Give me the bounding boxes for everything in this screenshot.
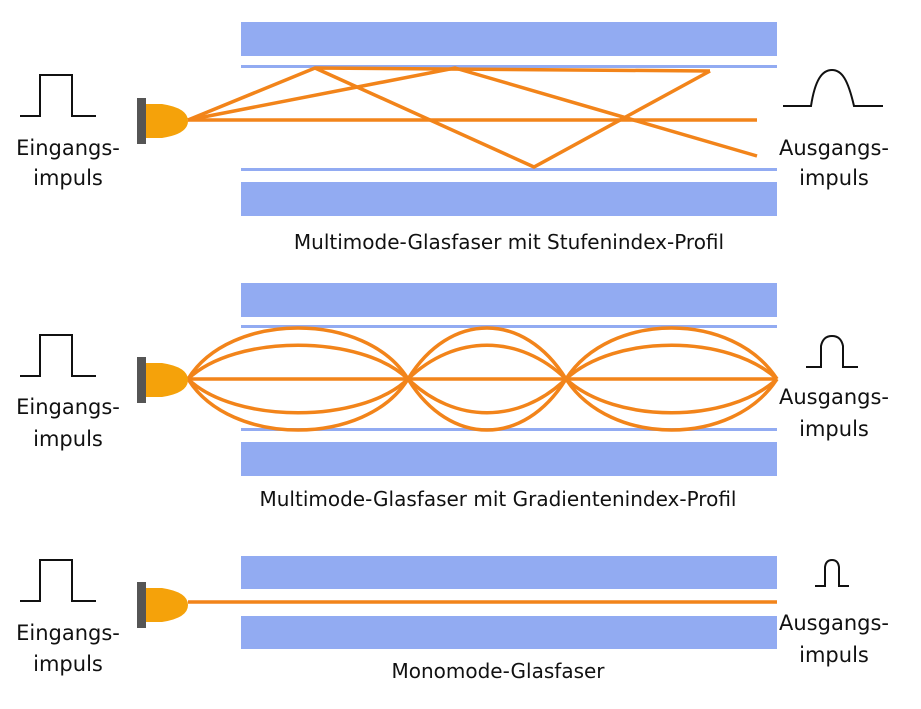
input-pulse: [20, 559, 96, 602]
output-label-line2: impuls: [799, 643, 869, 667]
core-boundary-bottom: [241, 428, 777, 431]
light-rays: [186, 326, 779, 432]
output-label: Ausgangs-: [779, 136, 889, 160]
light-source: [137, 582, 188, 628]
panel-single-mode: Eingangs- impuls Ausgangs- impuls Monomo…: [16, 556, 889, 683]
input-label: Eingangs-: [16, 395, 120, 419]
cladding-bottom: [241, 616, 777, 649]
source-mount: [137, 357, 146, 403]
light-source: [137, 98, 188, 144]
cladding-top: [241, 556, 777, 589]
panel-caption: Multimode-Glasfaser mit Gradientenindex-…: [260, 487, 737, 511]
output-pulse: [783, 68, 883, 107]
core-boundary-bottom: [241, 168, 777, 171]
cladding-bottom: [241, 182, 777, 216]
source-led: [146, 363, 188, 397]
input-label-line2: impuls: [33, 427, 103, 451]
input-label: Eingangs-: [16, 136, 120, 160]
input-pulse: [20, 334, 96, 377]
output-label-line2: impuls: [799, 417, 869, 441]
ray-mode-mid: [186, 376, 779, 415]
ray-mode-mid: [186, 343, 779, 382]
cladding-top: [241, 22, 777, 56]
source-mount: [137, 582, 146, 628]
source-mount: [137, 98, 146, 144]
panel-caption: Monomode-Glasfaser: [391, 659, 605, 683]
output-label-line2: impuls: [799, 166, 869, 190]
light-source: [137, 357, 188, 403]
output-pulse: [806, 334, 858, 368]
panel-caption: Multimode-Glasfaser mit Stufenindex-Prof…: [294, 230, 724, 254]
output-label: Ausgangs-: [779, 611, 889, 635]
core-boundary-top: [241, 325, 777, 328]
cladding-top: [241, 283, 777, 317]
input-pulse: [20, 74, 96, 117]
panel-graded-index: Eingangs- impuls Ausgangs- impuls Multim…: [16, 283, 889, 511]
input-label: Eingangs-: [16, 621, 120, 645]
panel-step-index: Eingangs- impuls Ausgangs- impuls Multim…: [16, 22, 889, 254]
core-boundary-top: [241, 65, 777, 68]
ray-zigzag-b: [187, 66, 758, 158]
light-rays: [187, 66, 758, 169]
source-led: [146, 588, 188, 622]
source-led: [146, 104, 188, 138]
input-label-line2: impuls: [33, 166, 103, 190]
ray-zigzag-a: [314, 66, 711, 169]
output-pulse: [815, 558, 849, 587]
ray-mode-outer: [186, 326, 779, 383]
output-label: Ausgangs-: [779, 385, 889, 409]
cladding-bottom: [241, 442, 777, 476]
ray-mode-outer: [186, 375, 779, 432]
input-label-line2: impuls: [33, 652, 103, 676]
